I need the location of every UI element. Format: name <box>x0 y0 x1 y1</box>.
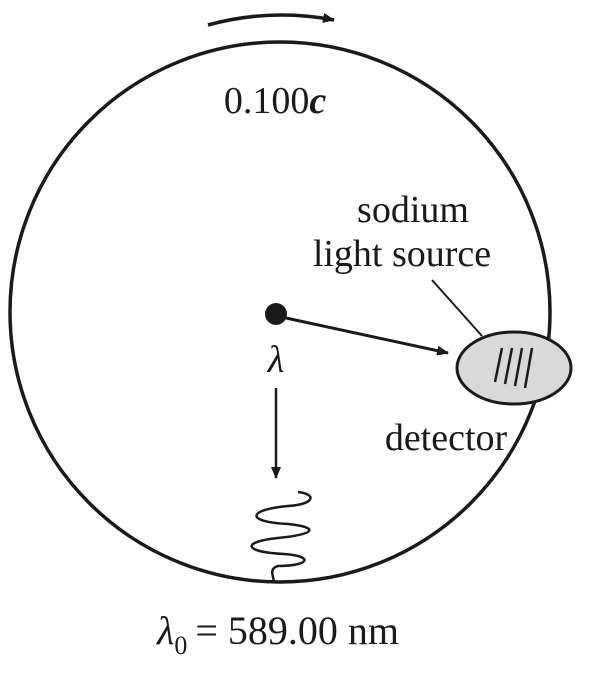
light-wave <box>250 490 312 582</box>
ray-to-detector <box>285 316 449 356</box>
speed-value: 0.100 <box>224 80 310 122</box>
wavelength-value: 589.00 nm <box>228 608 399 653</box>
detector-label: detector <box>385 417 508 459</box>
label-leader-line <box>431 279 483 337</box>
lambda-subscript: 0 <box>174 631 187 660</box>
speed-label: 0.100c <box>224 80 327 122</box>
detector <box>455 330 573 406</box>
speed-unit: c <box>309 80 326 122</box>
observed-wavelength-label: λ <box>267 339 284 381</box>
rotation-arrow <box>207 13 335 27</box>
equals-sign: = <box>195 608 218 653</box>
rotating-platform <box>8 40 552 584</box>
source-label-line1: sodium <box>357 189 469 231</box>
emitted-wavelength-label: λ0 =589.00 nm <box>156 608 399 660</box>
lambda-symbol: λ <box>156 608 174 653</box>
center-dot <box>265 303 287 325</box>
detector-grating-lines <box>493 347 534 389</box>
source-label-line2: light source <box>313 233 491 275</box>
